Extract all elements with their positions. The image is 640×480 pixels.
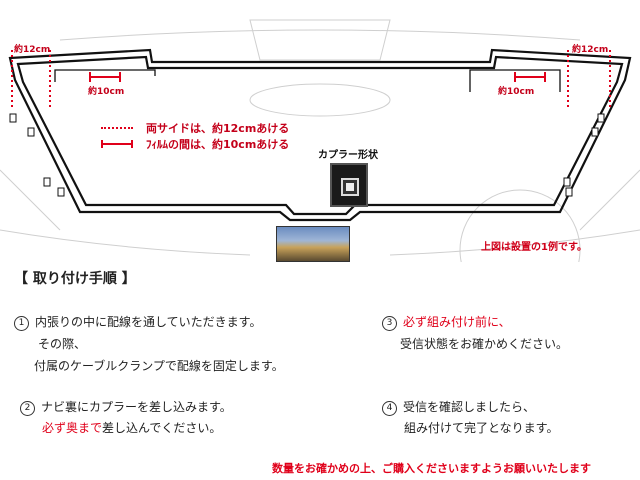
step2-text2: 差し込んでください。: [102, 421, 222, 435]
example-note: 上図は設置の1例です。: [481, 242, 587, 253]
step1-line3: 付属のケーブルクランプで配線を固定します。: [34, 359, 284, 373]
step4-line1: 4 受信を確認しましたら、: [382, 398, 535, 416]
step3-line1: 3 必ず組み付け前に、: [382, 313, 511, 331]
step1-number: 1: [14, 316, 29, 331]
side-gap-label-right: 約12cm: [572, 45, 609, 55]
coupler-title: カプラー形状: [318, 150, 378, 161]
film-gap-label-left: 約10cm: [88, 87, 125, 97]
windshield-diagram: [0, 19, 640, 262]
step2-emphasis: 必ず奥まで: [42, 421, 103, 435]
step4-number: 4: [382, 401, 397, 416]
gap-markers-10cm: [89, 72, 546, 82]
footer-note: 数量をお確かめの上、ご購入くださいますようお願いいたします: [272, 462, 591, 475]
step3-number: 3: [382, 316, 397, 331]
step4-line2: 組み付けて完了となります。: [404, 421, 559, 435]
step3-emphasis: 必ず組み付け前に、: [403, 315, 511, 329]
step3-line2: 受信状態をお確かめください。: [400, 337, 569, 351]
antenna-films: [54, 69, 561, 92]
step2-text1: ナビ裏にカプラーを差し込みます。: [41, 400, 232, 414]
instructions-heading: 【 取り付け手順 】: [14, 271, 136, 287]
step2-line1: 2 ナビ裏にカプラーを差し込みます。: [20, 398, 232, 416]
side-gap-label-left: 約12cm: [14, 45, 51, 55]
legend-dotted-line: [101, 127, 133, 129]
step1-line1: 1 内張りの中に配線を通していただきます。: [14, 313, 261, 331]
gap-markers-12cm: [11, 50, 611, 110]
car-interior-sketch: [0, 19, 640, 262]
legend-bar-line: [101, 140, 133, 148]
navi-screen-image: [276, 226, 350, 262]
step1-text1: 内張りの中に配線を通していただきます。: [35, 315, 262, 329]
step1-line2: その際、: [38, 337, 87, 351]
step2-line2: 必ず奥まで差し込んでください。: [42, 419, 221, 436]
legend-sides: 両サイドは、約12cmあける: [146, 122, 290, 135]
film-gap-label-right: 約10cm: [498, 87, 535, 97]
legend-films: ﾌｨﾙﾑの間は、約10cmあける: [146, 138, 290, 151]
cable-clips: [9, 113, 605, 197]
step4-text1: 受信を確認しましたら、: [403, 400, 536, 414]
windshield-outline: [8, 48, 632, 222]
step2-number: 2: [20, 401, 35, 416]
coupler-image: [330, 163, 368, 207]
